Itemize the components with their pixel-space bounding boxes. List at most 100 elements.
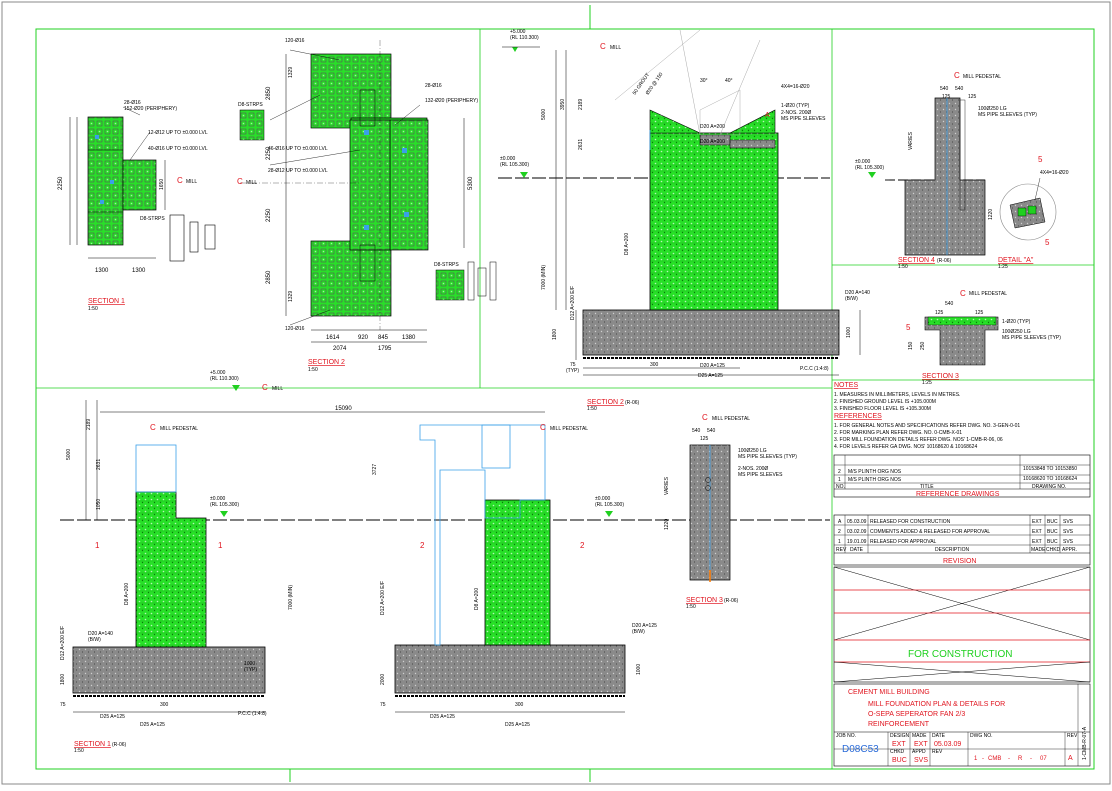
rev-heading: REVISION bbox=[943, 558, 976, 565]
s2e-dim-2189: 2189 bbox=[578, 99, 584, 110]
s4-level-zero: ±0.000 bbox=[855, 159, 870, 165]
s2-dim-7: 2850 bbox=[266, 86, 272, 100]
s1e-level-top: +5.000 bbox=[210, 370, 226, 376]
s1e-mill: MILL bbox=[272, 386, 283, 392]
s2-dim-10: 2850 bbox=[266, 270, 272, 284]
s1e-dim-1050: 1050 bbox=[96, 499, 102, 510]
s3s-sleeve2: MS PIPE SLEEVES (TYP) bbox=[1002, 335, 1061, 341]
rev-col-chkd: CHKD bbox=[1046, 547, 1061, 553]
s3e-cl: C bbox=[702, 413, 708, 422]
s2v-dim-2000: 2000 bbox=[380, 674, 386, 685]
tb-chkd-label: CHKD bbox=[890, 749, 905, 755]
tb-appd: SVS bbox=[914, 757, 928, 764]
s2e-d20-a200b: D20 A=200 bbox=[700, 139, 725, 145]
section2-variant: C MILL PEDESTAL 3727 7000 (MIN) D8 A=200… bbox=[288, 423, 657, 728]
section2-elevation: +5.000 (RL 110.300) C MILL ±0.000 (RL 10… bbox=[498, 29, 1001, 412]
s2v-dim-300: 300 bbox=[515, 702, 524, 708]
rev-row3-made: EXT bbox=[1032, 539, 1042, 545]
rev-row1-appr: SVS bbox=[1063, 519, 1074, 525]
s3e-ref: (R-06) bbox=[724, 598, 739, 604]
s1e-level-zero: ±0.000 bbox=[210, 496, 225, 502]
s1e-dim-15090: 15090 bbox=[335, 406, 352, 412]
s3e-sleeve2: MS PIPE SLEEVES (TYP) bbox=[738, 454, 797, 460]
tb-job-no-label: JOB NO. bbox=[836, 733, 856, 739]
s2-dim-2: 920 bbox=[358, 335, 369, 341]
s2e-ang-30: 30° bbox=[700, 78, 708, 84]
s3e-dim-1220: 1220 bbox=[664, 519, 670, 530]
s1-note-3: 12-Ø12 UP TO ±0.000 LVL bbox=[148, 130, 208, 136]
detail-a-title: DETAIL "A" bbox=[998, 257, 1034, 264]
s4-ref: (R-06) bbox=[937, 258, 952, 264]
s1e-d25: D25 A=125 bbox=[100, 714, 125, 720]
s1e-dim-75: 75 bbox=[60, 702, 66, 708]
s1e-title: SECTION 1 bbox=[74, 741, 111, 748]
s2v-ped: MILL PEDESTAL bbox=[550, 426, 588, 432]
section4-elevation: 540 540 125 125 100Ø250 LG MS PIPE SLEEV… bbox=[855, 86, 1037, 270]
rev-row3-appr: SVS bbox=[1063, 539, 1074, 545]
ref-row2-no: 1 bbox=[838, 477, 841, 483]
s2e-dim-5000: 5000 bbox=[541, 109, 547, 120]
section3-elevation: C MILL PEDESTAL 540 540 125 100Ø250 LG M… bbox=[664, 413, 797, 610]
rev-row1-rev: A bbox=[838, 519, 842, 525]
s3s-sleeve1: 100Ø250 LG bbox=[1002, 329, 1031, 335]
s2-dim-8: 2250 bbox=[266, 146, 272, 160]
s2v-d8: D8 A=200 bbox=[474, 588, 480, 610]
section2-plan: 1614 920 845 1380 2074 1795 2850 2250 22… bbox=[237, 38, 497, 373]
references-item-2: 2. FOR MARKING PLAN REFER DWG. NO. 0-CMB… bbox=[834, 430, 962, 436]
tb-dwg-part-2: - bbox=[982, 756, 984, 762]
s1e-dim-300: 300 bbox=[160, 702, 169, 708]
s2e-ref: (R-06) bbox=[625, 400, 640, 406]
tb-rev-label: REV bbox=[1067, 733, 1078, 739]
rev-row2-appr: SVS bbox=[1063, 529, 1074, 535]
ref-row1-dwg: 10153848 TO 10153850 bbox=[1023, 466, 1077, 472]
rev-row1-desc: RELEASED FOR CONSTRUCTION bbox=[870, 519, 951, 525]
tb-project: CEMENT MILL BUILDING bbox=[848, 689, 930, 696]
s4-dim-125: 125 bbox=[942, 94, 951, 100]
rev-row1-made: EXT bbox=[1032, 519, 1042, 525]
s2e-d20-a200: D20 A=200 bbox=[700, 124, 725, 130]
s2-plan-title: SECTION 2 bbox=[308, 359, 345, 366]
notes-item-1: 1. MEASURES IN MILLIMETERS, LEVELS IN ME… bbox=[834, 392, 960, 398]
tb-made: EXT bbox=[914, 741, 928, 748]
section3-small: C MILL PEDESTAL 540 125 125 1-Ø20 (TYP) … bbox=[906, 289, 1061, 386]
s2-dim-3: 845 bbox=[378, 335, 389, 341]
s2e-typ: (TYP) bbox=[566, 368, 579, 374]
s2e-min7000: 7000 (MIN) bbox=[541, 265, 547, 290]
s2e-dim-3950: 3950 bbox=[560, 99, 566, 110]
tb-dwg-part-6: - bbox=[1030, 756, 1032, 762]
s2v-d20-a125: D20 A=125 bbox=[632, 623, 657, 629]
notes-heading: NOTES bbox=[834, 382, 858, 389]
tb-rev2-label: REV bbox=[932, 749, 943, 755]
s1-dim-2: 1300 bbox=[132, 268, 146, 274]
s3s-dim-125: 125 bbox=[935, 310, 944, 316]
s2v-d12: D12 A=200 E/F bbox=[380, 581, 386, 615]
tb-appd-label: APPD bbox=[912, 749, 926, 755]
s4-sleeve2: MS PIPE SLEEVES (TYP) bbox=[978, 112, 1037, 118]
s3s-dim-150: 150 bbox=[908, 341, 914, 350]
s2e-title: SECTION 2 bbox=[587, 399, 624, 406]
s3s-pedestal: MILL PEDESTAL bbox=[969, 291, 1007, 297]
s2-dim-13: 5300 bbox=[468, 176, 474, 190]
s2e-bw: (B/W) bbox=[845, 296, 858, 302]
s2e-level-top-rl: (RL 110.300) bbox=[510, 35, 539, 41]
rev-row2-chkd: BUC bbox=[1047, 529, 1058, 535]
s1-dim-4: 1650 bbox=[159, 179, 165, 190]
s3e-sleeve4: MS PIPE SLEEVES bbox=[738, 472, 783, 478]
references-heading: REFERENCES bbox=[834, 413, 882, 420]
tb-made-label: MADE bbox=[912, 733, 927, 739]
rev-row2-made: EXT bbox=[1032, 529, 1042, 535]
s2-mill-label: MILL bbox=[246, 180, 257, 186]
s1e-cl: C bbox=[262, 383, 268, 392]
detail-a-marker-5: 5 bbox=[1045, 238, 1050, 247]
s2v-level-zero-rl: (RL 105.300) bbox=[595, 502, 624, 508]
rev-row3-date: 19.01.09 bbox=[847, 539, 867, 545]
s1e-dim-1000: 1000 bbox=[244, 661, 255, 667]
s1e-d12: D12 A=200 E/F bbox=[60, 626, 66, 660]
s2-cl-symbol: C bbox=[237, 177, 243, 186]
section1-elevation: +5.000 (RL 110.300) C MILL C MILL PEDEST… bbox=[60, 370, 830, 754]
s2e-level-top: +5.000 bbox=[510, 29, 526, 35]
s3s-marker: 5 bbox=[906, 323, 911, 332]
s4-level-zero-rl: (RL 105.300) bbox=[855, 165, 884, 171]
s4-varies: VARIES bbox=[908, 131, 914, 150]
